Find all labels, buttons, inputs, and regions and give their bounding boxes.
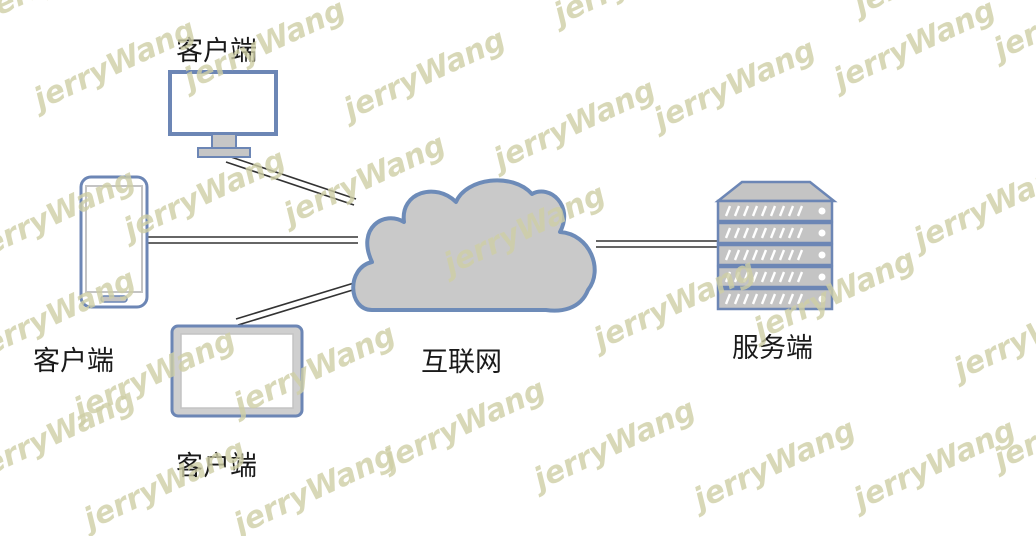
phone-icon — [79, 175, 149, 309]
server-unit — [716, 199, 834, 223]
connection-internet-server — [596, 240, 718, 248]
client-phone-label: 客户端 — [33, 346, 114, 377]
connection-tablet-internet — [235, 282, 357, 326]
connection-monitor-internet — [225, 155, 357, 206]
server-unit — [716, 287, 834, 311]
server-unit — [716, 265, 834, 289]
server-label: 服务端 — [732, 333, 813, 364]
tablet-icon — [170, 324, 304, 418]
client-monitor-label: 客户端 — [176, 36, 257, 67]
server-unit — [716, 221, 834, 245]
internet-label: 互联网 — [421, 347, 502, 378]
server-unit — [716, 243, 834, 267]
connection-phone-internet — [148, 236, 358, 244]
cloud-icon — [351, 178, 597, 313]
client-tablet-label: 客户端 — [176, 451, 257, 482]
server-icon — [714, 180, 838, 311]
monitor-icon — [168, 70, 278, 158]
